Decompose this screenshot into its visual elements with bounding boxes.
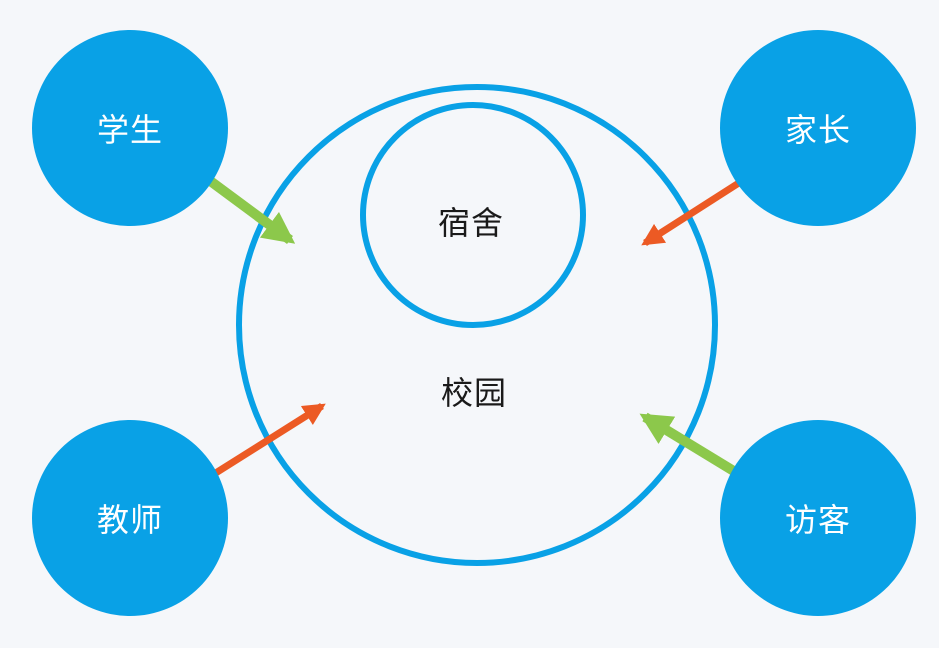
dormitory-label: 宿舍 (438, 204, 505, 242)
campus-label: 校园 (441, 374, 508, 412)
visitor-node: 访客 (720, 420, 916, 616)
parent-label: 家长 (784, 111, 851, 149)
campus-ring (236, 84, 718, 566)
dormitory-ring (360, 102, 586, 328)
teacher-label: 教师 (96, 501, 163, 539)
parent-node: 家长 (720, 30, 916, 226)
student-label: 学生 (96, 111, 163, 149)
teacher-node: 教师 (32, 420, 228, 616)
student-node: 学生 (32, 30, 228, 226)
visitor-label: 访客 (784, 501, 851, 539)
